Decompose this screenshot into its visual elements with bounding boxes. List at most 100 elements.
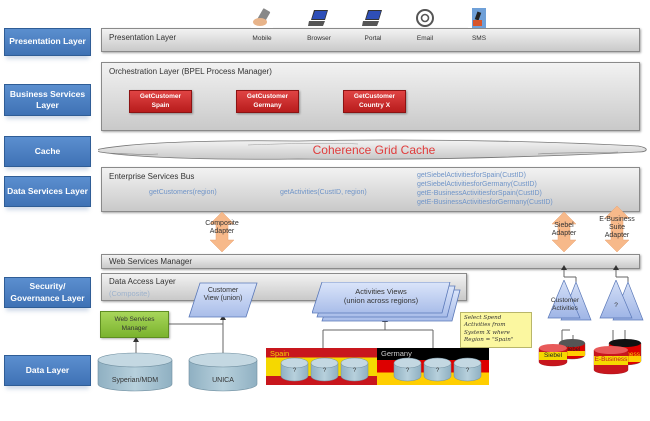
service-getcustomer-germany[interactable]: GetCustomer Germany [236, 90, 299, 113]
ws-manager-label: Web Services Manager [114, 316, 155, 332]
db-label: ? [465, 368, 470, 374]
stacked-parallelograms-shape [312, 282, 461, 322]
ebusiness-suite-adapter: E-Business Suite Adapter [596, 206, 638, 252]
db-label: ? [352, 368, 357, 374]
database-cylinder-icon [280, 357, 309, 382]
mobile-phone-icon [251, 8, 273, 28]
channel-label: Email [416, 35, 434, 42]
operation-ebusiness-spain[interactable]: getE-BusinessActivitiesforSpain(CustID) [417, 190, 542, 197]
triangle-view-shape [547, 279, 592, 321]
channel-label: Browser [307, 35, 331, 42]
layer-label-data: Data Layer [4, 355, 91, 386]
channel-label: Mobile [252, 35, 272, 42]
unknown-view-label: ? [614, 302, 618, 309]
operation-siebel-spain[interactable]: getSiebelActivitiesforSpain(CustID) [417, 172, 526, 179]
activities-views[interactable]: Activities Views (union across regions) [312, 282, 462, 322]
regional-db-germany-1[interactable]: ? [393, 357, 422, 382]
database-cylinder-icon [423, 357, 452, 382]
service-region: Germany [253, 101, 282, 109]
db-label: ? [292, 368, 297, 374]
db-label: Syperian/MDM [111, 377, 159, 384]
regional-db-spain-3[interactable]: ? [340, 357, 369, 382]
db-label: UNICA [212, 377, 234, 384]
note-line: System X where [464, 329, 510, 336]
note-line: Select Spend [464, 315, 502, 321]
regional-db-spain-1[interactable]: ? [280, 357, 309, 382]
note-line: Region = "Spain" [464, 337, 514, 344]
layer-label-business-services: Business Services Layer [4, 84, 91, 116]
unknown-view[interactable]: ? [598, 279, 644, 324]
database-cylinder-icon [340, 357, 369, 382]
unica-database[interactable]: UNICA [188, 352, 258, 392]
dal-title: Data Access Layer [109, 277, 176, 286]
region-label: Germany [381, 349, 412, 358]
regional-db-germany-3[interactable]: ? [453, 357, 482, 382]
database-cylinder-icon [538, 344, 568, 367]
operation-ebusiness-germany[interactable]: getE-BusinessActivitiesforGermany(CustID… [417, 199, 553, 206]
activities-views-subtitle: (union across regions) [343, 296, 419, 305]
operation-siebel-germany[interactable]: getSiebelActivitiesforGermany(CustID) [417, 181, 537, 188]
regional-db-spain-2[interactable]: ? [310, 357, 339, 382]
web-services-manager-panel: Web Services Manager [101, 254, 640, 269]
cloud-shape [98, 139, 647, 160]
channel-mobile: Mobile [240, 8, 284, 42]
customer-view[interactable]: Customer View (union) [188, 282, 258, 318]
service-getcustomer-country-x[interactable]: GetCustomer Country X [343, 90, 406, 113]
operation-getcustomers[interactable]: getCustomers(region) [149, 189, 217, 196]
database-cylinder-icon [393, 357, 422, 382]
channel-portal: Portal [351, 8, 395, 42]
service-name: GetCustomer [139, 93, 182, 101]
db-label: Siebel [563, 347, 581, 353]
service-name: GetCustomer [246, 93, 289, 101]
database-cylinder-icon [97, 352, 173, 392]
layer-label-security-governance: Security/ Governance Layer [4, 277, 91, 308]
database-cylinder-icon [593, 346, 629, 375]
syperian-mdm-database[interactable]: Syperian/MDM [97, 352, 173, 392]
channel-browser: Browser [297, 8, 341, 42]
service-region: Spain [151, 101, 170, 109]
customer-activities-view[interactable]: Customer Activities [546, 279, 592, 324]
db-label: ness [626, 351, 640, 358]
double-arrow-icon [209, 212, 235, 252]
service-getcustomer-spain[interactable]: GetCustomer Spain [129, 90, 192, 113]
regional-db-germany-2[interactable]: ? [423, 357, 452, 382]
parallelogram-shape [188, 282, 258, 318]
triangle-view-shape [599, 279, 644, 321]
siebel-spain-database[interactable]: Siebel [538, 343, 568, 367]
presentation-layer-title: Presentation Layer [109, 33, 177, 42]
channel-label: SMS [471, 35, 487, 42]
layer-label-cache: Cache [4, 136, 91, 167]
channel-email: Email [403, 8, 447, 42]
db-label: E-Business [594, 356, 628, 363]
note-line: Activities from [464, 322, 506, 329]
layer-label-presentation: Presentation Layer [4, 28, 91, 56]
dal-subtitle: (Composite) [109, 289, 150, 298]
db-label: ? [435, 368, 440, 374]
laptop-icon [362, 8, 384, 28]
web-services-manager-box[interactable]: Web Services Manager [100, 311, 169, 338]
coherence-cache-cloud: Coherence Grid Cache [98, 136, 650, 164]
laptop-icon [308, 8, 330, 28]
operation-getactivities[interactable]: getActivities(CustID, region) [280, 189, 367, 196]
activities-views-title: Activities Views [355, 287, 407, 296]
presentation-layer-panel: Presentation Layer [101, 28, 640, 52]
ebusiness-spain-database[interactable]: E-Business [593, 345, 629, 375]
backend-operations-list: getSiebelActivitiesforSpain(CustID) getS… [417, 171, 553, 207]
database-cylinder-icon [188, 352, 258, 392]
wsm-title: Web Services Manager [109, 257, 192, 266]
double-arrow-icon [604, 206, 630, 252]
orchestration-layer-title: Orchestration Layer (BPEL Process Manage… [109, 67, 272, 76]
channel-sms: SMS [457, 8, 501, 42]
customer-activities-label: Customer Activities [550, 297, 580, 313]
database-cylinder-icon [453, 357, 482, 382]
database-cylinder-icon [310, 357, 339, 382]
channel-label: Portal [364, 35, 382, 42]
db-label: ? [405, 368, 410, 374]
orchestration-layer-panel: Orchestration Layer (BPEL Process Manage… [101, 62, 640, 131]
service-name: GetCustomer [353, 93, 396, 101]
sms-icon [468, 8, 490, 28]
customer-view-label: Customer View (union) [203, 287, 243, 303]
service-region: Country X [358, 101, 391, 109]
query-note: Select Spend Activities from System X wh… [460, 312, 532, 348]
siebel-adapter: Siebel Adapter [546, 212, 582, 252]
